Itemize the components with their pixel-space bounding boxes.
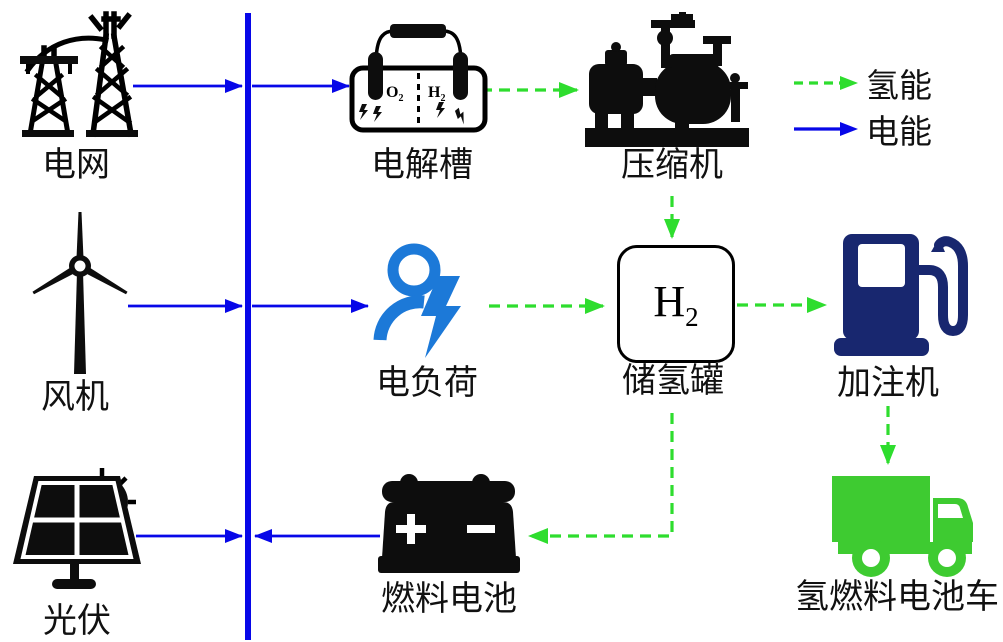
dispenser-icon [834,234,968,356]
compressor-label: 压缩机 [621,147,723,184]
electrolyzer-o2-label: O2 [386,84,403,104]
vehicle-label: 氢燃料电池车 [795,579,999,616]
electrolyzer-icon: O2 H2 [349,24,488,133]
hydrogen-tank-symbol: H2 [653,276,699,332]
grid-label: 电网 [42,147,110,184]
hydrogen-arrow-tank-to-fuelcell [528,413,674,544]
electrolyzer-label: 电解槽 [371,147,473,184]
legend-electric: 电能 [792,108,932,151]
legend-electric-label: 电能 [866,115,932,151]
wind-turbine-icon [32,212,128,374]
fuel-cell-label: 燃料电池 [381,581,517,618]
hydrogen-tank-label: 储氢罐 [622,363,724,400]
fuel-hose-icon [912,236,968,337]
fuel-cell-icon [378,474,520,573]
electric-flow-icon [794,122,858,136]
solar-pv-icon [13,468,141,589]
dispenser-label: 加注机 [837,365,939,402]
hydrogen-tank: H2 [617,245,735,363]
compressor-icon [585,12,749,147]
wind-label: 风机 [41,379,109,416]
electric-load-icon [373,243,461,358]
power-grid-icon [20,11,138,138]
lightning-bolt-icon [421,276,461,358]
load-label: 电负荷 [376,365,478,402]
pv-label: 光伏 [43,603,111,640]
legend: 氢能 电能 [792,62,932,151]
legend-hydrogen-label: 氢能 [866,69,932,105]
hydrogen-flow-icon [794,76,858,90]
fuel-cell-truck-icon [832,476,973,577]
electrolyzer-h2-label: H2 [428,84,445,104]
legend-hydrogen: 氢能 [792,62,932,105]
spark-icons [359,102,464,125]
